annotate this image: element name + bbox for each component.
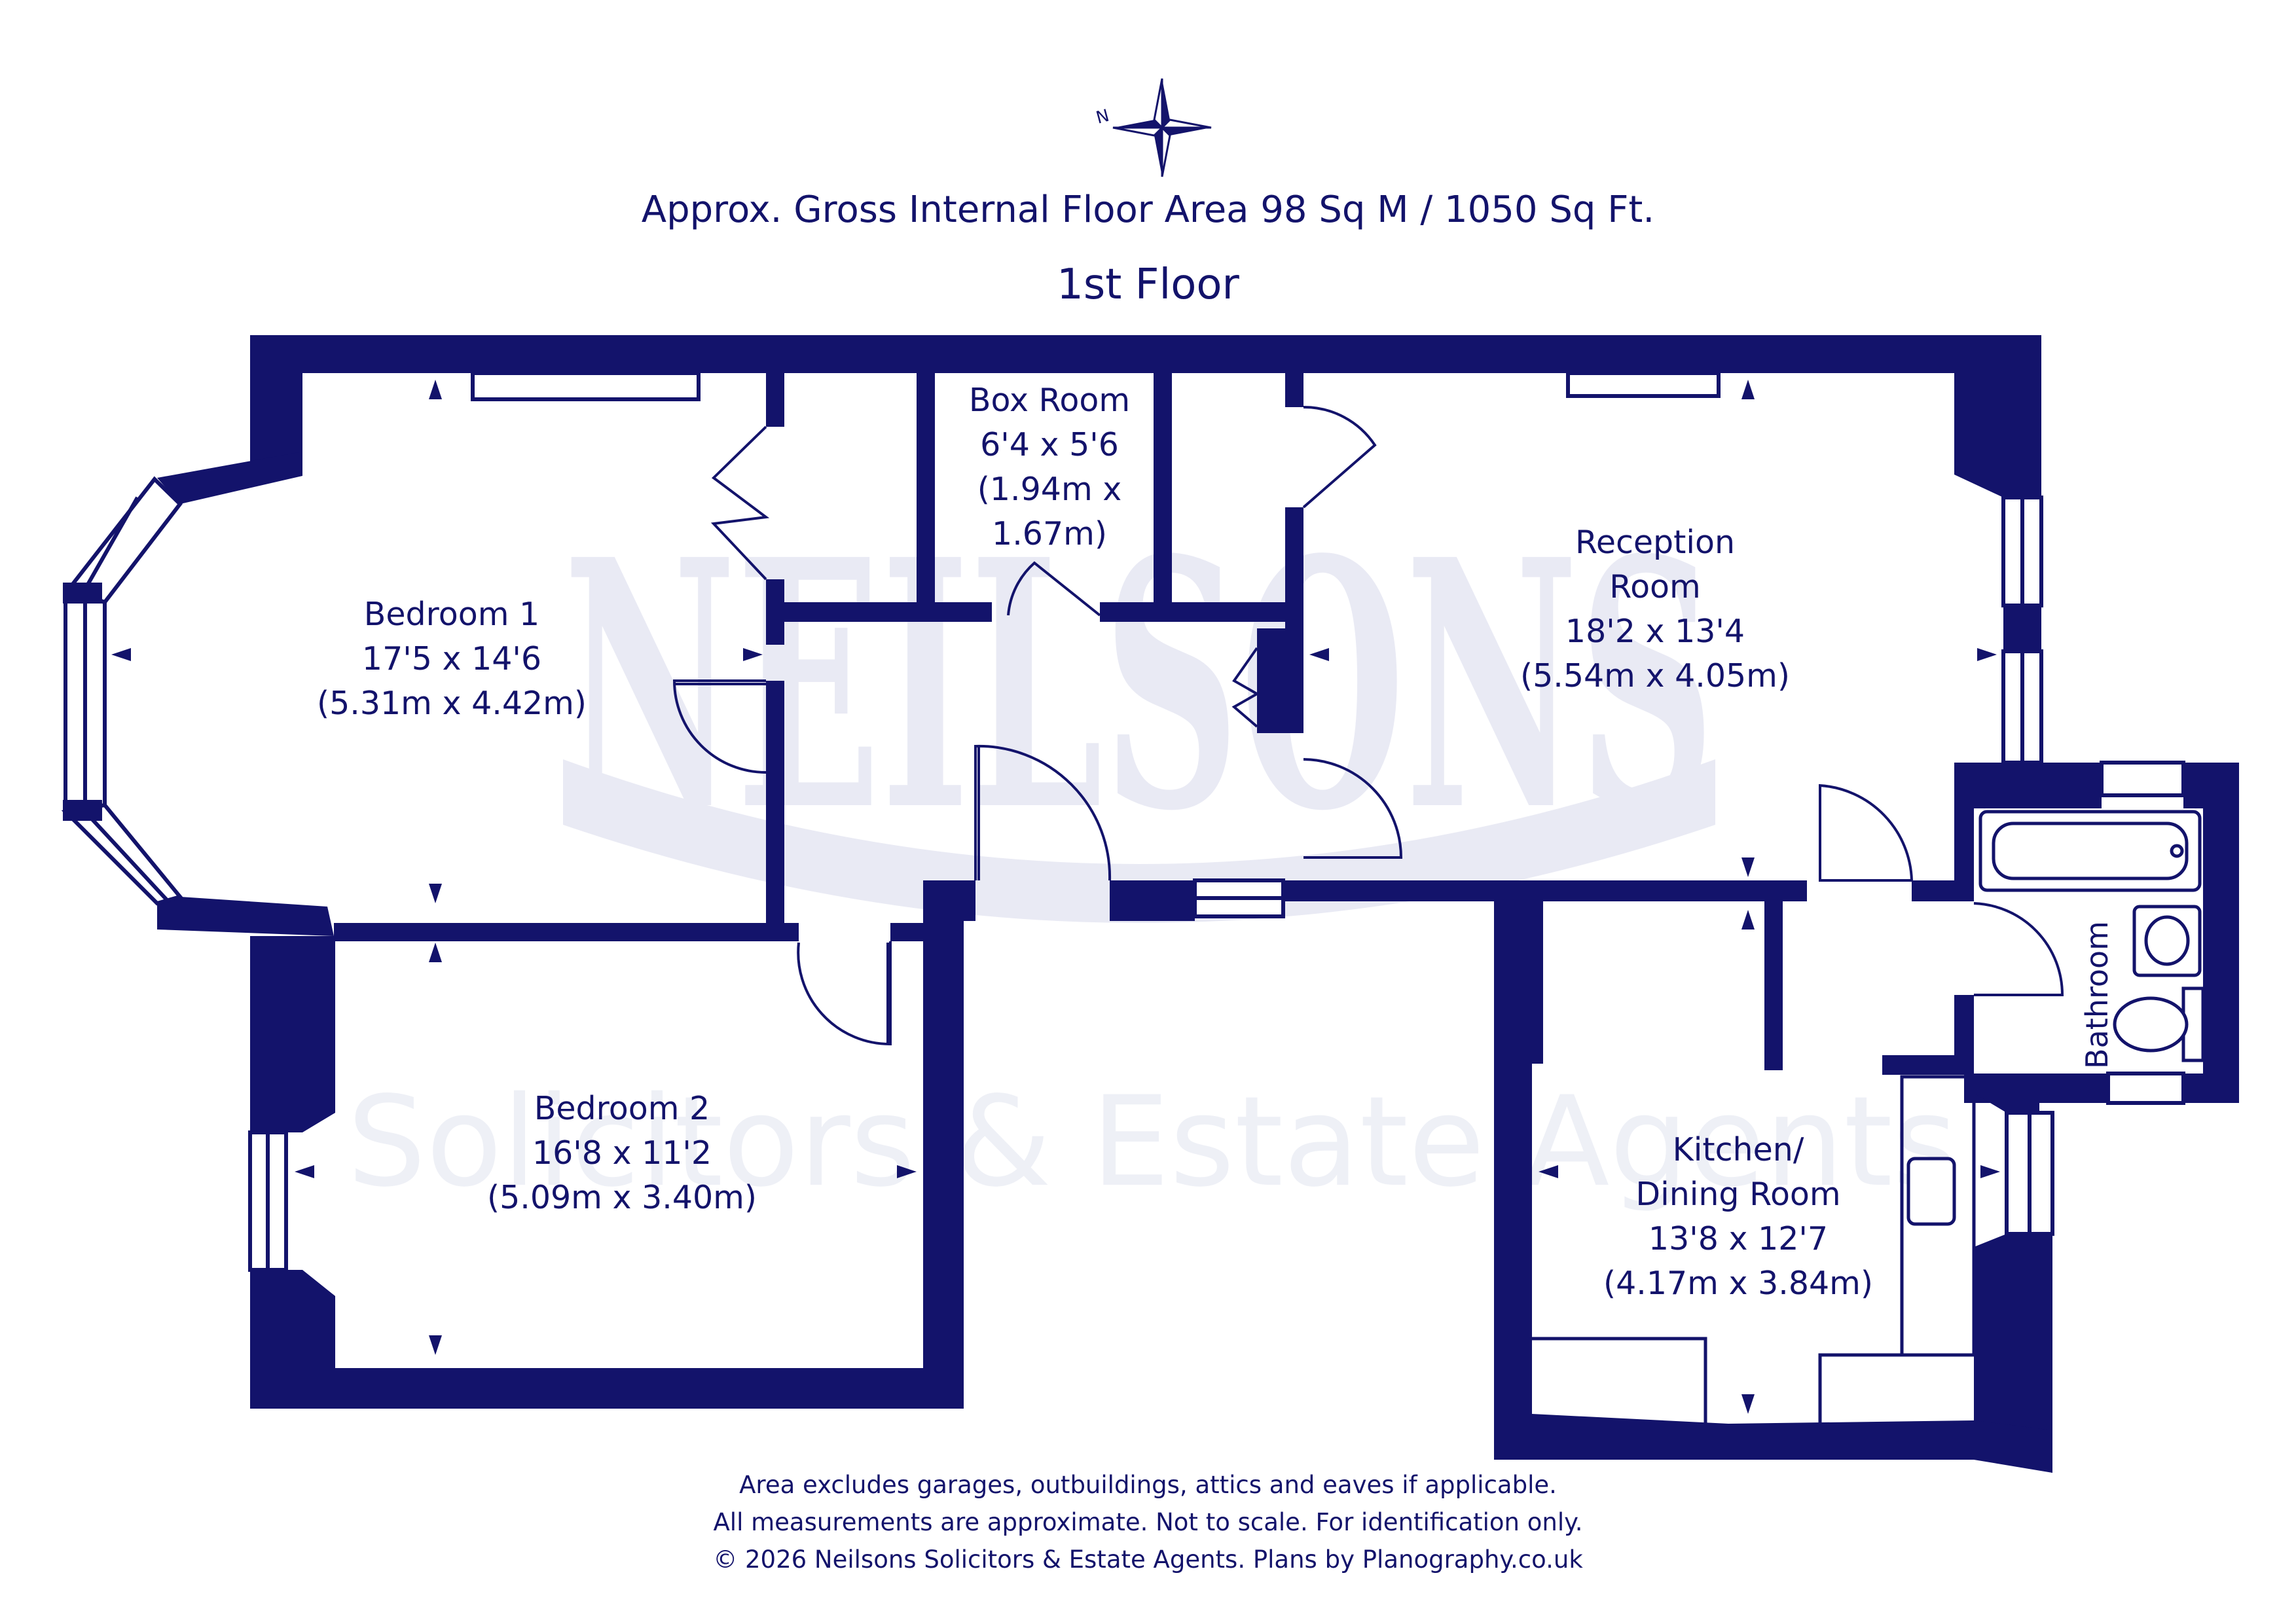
wall-bath-right xyxy=(2203,763,2239,1103)
walls xyxy=(157,335,2239,1473)
wall-hall-bottom-left xyxy=(923,880,975,921)
wall-reception-left-top xyxy=(1285,335,1303,407)
wall-bed2-right xyxy=(923,880,964,1407)
footer-notes: Area excludes garages, outbuildings, att… xyxy=(0,1466,2296,1578)
wall-kitchen-right-low xyxy=(1974,1231,2052,1473)
wall-kitchen-bottom xyxy=(1494,1414,2052,1473)
footer-line: All measurements are approximate. Not to… xyxy=(713,1508,1583,1536)
wall-bath-left-top xyxy=(1954,776,1974,900)
floor-area-title: Approx. Gross Internal Floor Area 98 Sq … xyxy=(641,189,1655,231)
wall-kitchen-right-top xyxy=(1974,1074,2039,1113)
wall-bath-top xyxy=(1954,763,2102,808)
room-size-metric: (1.94m x xyxy=(977,471,1122,508)
wall-bed2-bottom xyxy=(250,1368,964,1409)
wall-kitchen-top-right xyxy=(1882,1055,1974,1075)
room-size-metric: 1.67m) xyxy=(992,515,1107,552)
floor-title: 1st Floor xyxy=(1057,261,1239,309)
window-bath-bottom xyxy=(2106,1072,2185,1105)
bay-window xyxy=(61,476,184,906)
room-name: Room xyxy=(1609,568,1701,605)
window-reception-top xyxy=(1566,371,1721,398)
wall-box-right xyxy=(1154,335,1172,617)
door-bedroom1 xyxy=(672,679,767,774)
bay-corner-blocks xyxy=(63,583,102,821)
wall-box-left xyxy=(917,335,935,617)
kitchen-sink xyxy=(1906,1157,1956,1226)
room-name: Reception xyxy=(1575,524,1736,561)
wall-kitchen-divider xyxy=(1764,890,1783,1070)
room-size-metric: (5.31m x 4.42m) xyxy=(316,685,587,722)
room-size-imperial: 18'2 x 13'4 xyxy=(1565,613,1745,650)
room-label-bedroom1: Bedroom 1 17'5 x 14'6 (5.31m x 4.42m) xyxy=(317,592,587,726)
wall-bay-lower xyxy=(157,897,334,936)
wall-top xyxy=(250,335,2041,373)
room-label-kitchen: Kitchen/ Dining Room 13'8 x 12'7 (4.17m … xyxy=(1603,1128,1873,1306)
room-size-imperial: 6'4 x 5'6 xyxy=(980,426,1119,463)
bath-tap-icon xyxy=(2170,844,2184,858)
room-name: Bedroom 2 xyxy=(534,1090,710,1127)
wall-bed-divider xyxy=(334,923,799,941)
room-name: Box Room xyxy=(968,382,1131,419)
window-bath-top xyxy=(2100,761,2185,797)
wall-bath-bottom2 xyxy=(2183,1074,2239,1103)
wall-reception-right-top xyxy=(1954,335,2041,497)
room-name: Bedroom 1 xyxy=(363,596,540,633)
footer-line: Area excludes garages, outbuildings, att… xyxy=(739,1471,1557,1499)
door-reception-top xyxy=(1302,405,1377,509)
door-bathroom xyxy=(1973,902,2064,996)
wall-closet xyxy=(1257,628,1296,733)
room-size-metric: (4.17m x 3.84m) xyxy=(1603,1265,1874,1302)
compass-north-label: N xyxy=(1094,106,1112,128)
fixtures xyxy=(1532,810,2205,1424)
room-size-imperial: 16'8 x 11'2 xyxy=(532,1134,712,1172)
wall-bed2-top-right xyxy=(890,923,926,941)
room-label-bathroom: Bathroom xyxy=(2079,921,2115,1069)
room-name: Dining Room xyxy=(1635,1176,1841,1213)
wall-bed1-right-low xyxy=(766,681,784,941)
room-label-reception: Reception Room 18'2 x 13'4 (5.54m x 4.05… xyxy=(1520,520,1790,698)
room-label-bedroom2: Bedroom 2 16'8 x 11'2 (5.09m x 3.40m) xyxy=(487,1087,757,1220)
toilet xyxy=(2113,996,2189,1053)
room-size-imperial: 17'5 x 14'6 xyxy=(361,640,542,677)
wall-left-upper xyxy=(250,335,302,476)
wall-reception-right-mid xyxy=(2003,605,2041,651)
door-reception xyxy=(1303,758,1403,859)
door-bedroom2 xyxy=(797,941,892,1046)
room-name: Kitchen/ xyxy=(1672,1131,1804,1168)
compass-icon: N xyxy=(1094,78,1212,177)
dimension-arrows xyxy=(111,380,2000,1414)
wall-reception-bath-step xyxy=(1912,880,1974,901)
closet-door-hall xyxy=(1231,647,1260,728)
kitchen-worktop-bottom xyxy=(1532,1337,1902,1424)
room-size-imperial: 13'8 x 12'7 xyxy=(1648,1220,1829,1257)
wall-box-bottom-right xyxy=(1100,602,1296,622)
door-kitchen xyxy=(1819,784,1914,882)
window-bedroom1-top xyxy=(471,371,701,401)
doors xyxy=(672,405,2064,1046)
room-label-boxroom: Box Room 6'4 x 5'6 (1.94m x 1.67m) xyxy=(969,378,1130,556)
wall-box-bottom-left xyxy=(766,602,992,622)
wall-bed1-right-top xyxy=(766,335,784,427)
door-front xyxy=(974,744,1112,881)
wall-kitchen-left-top xyxy=(1494,890,1543,1064)
door-boxroom xyxy=(1007,561,1101,617)
wall-bed2-window-top xyxy=(250,936,335,1132)
room-size-metric: (5.09m x 3.40m) xyxy=(486,1179,757,1216)
footer-copyright: © 2026 Neilsons Solicitors & Estate Agen… xyxy=(713,1545,1583,1574)
kitchen-worktop-right xyxy=(1900,1075,1976,1357)
wall-bay-upper xyxy=(157,452,302,504)
room-size-metric: (5.54m x 4.05m) xyxy=(1520,657,1791,695)
wall-hall-bottom-mid xyxy=(1110,880,1195,921)
wardrobe-door-bedroom1 xyxy=(710,425,770,581)
wall-hall-bottom-right xyxy=(1283,880,1807,901)
windows xyxy=(248,371,2185,1272)
